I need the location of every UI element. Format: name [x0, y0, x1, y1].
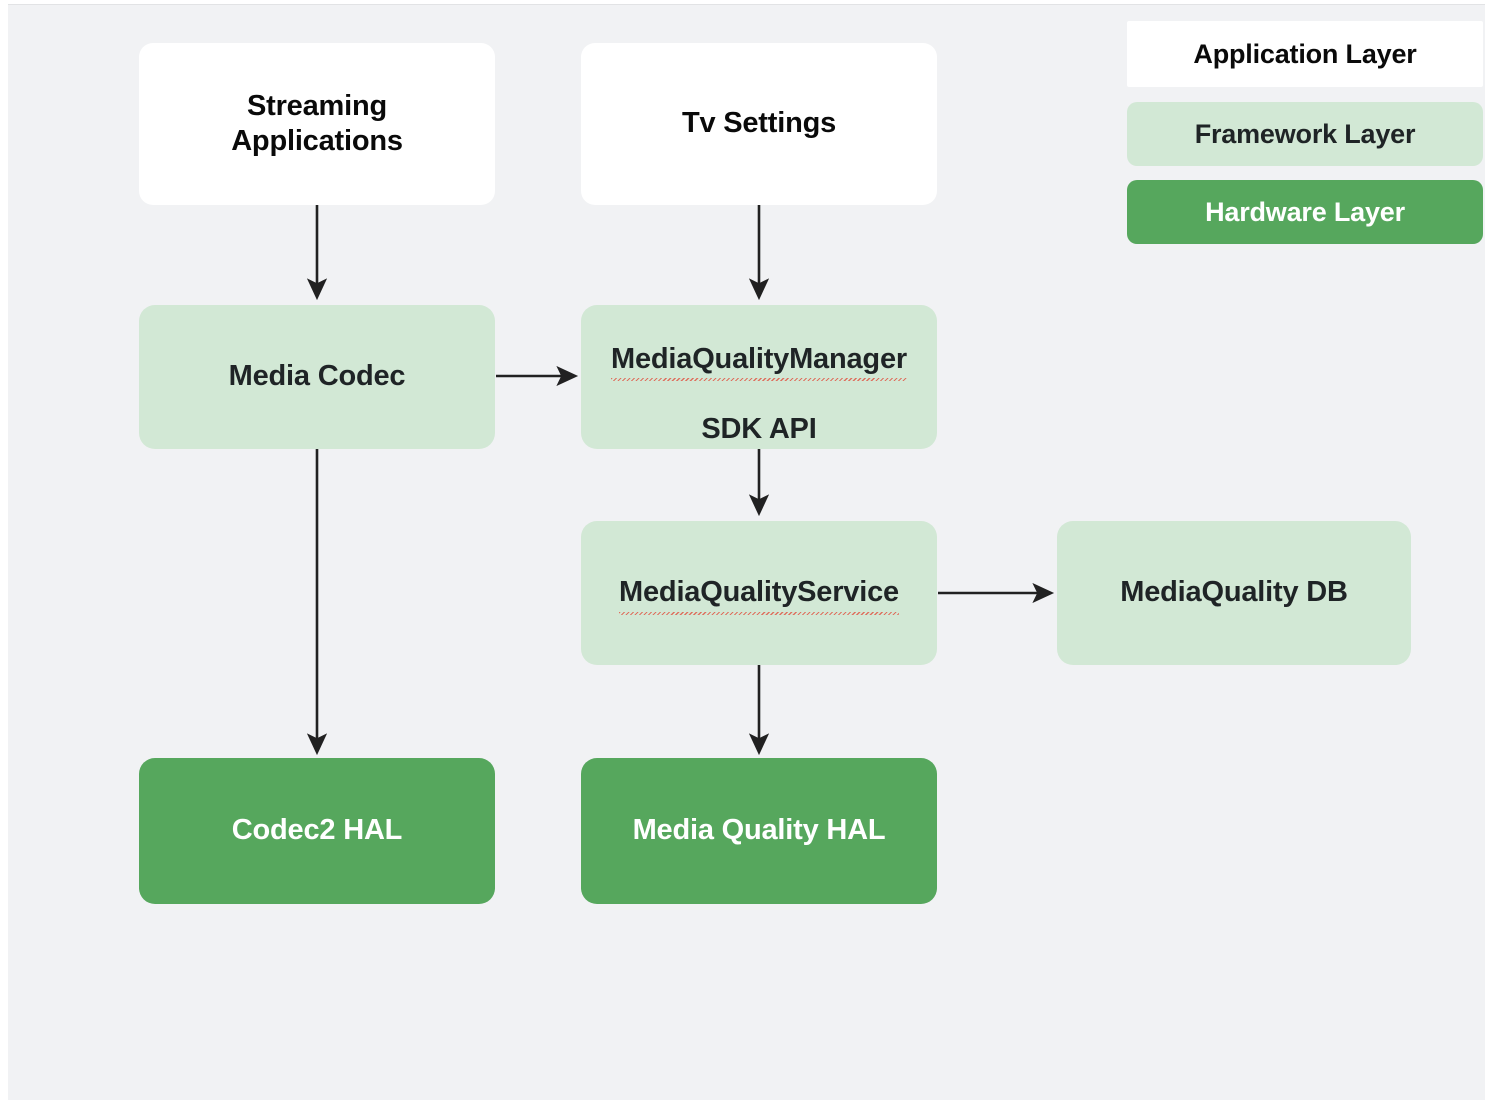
- node-label-sdk-api: SDK API: [701, 413, 817, 446]
- node-label-codec2-hal: Codec2 HAL: [231, 814, 403, 847]
- node-label-streaming-applications: Streaming Applications: [231, 89, 403, 157]
- legend-item-application-layer[interactable]: Application Layer: [1127, 21, 1483, 87]
- node-mediaqualityservice[interactable]: MediaQualityService: [581, 521, 937, 665]
- node-mediaqualitymanager-sdk-api[interactable]: MediaQualityManager SDK API: [581, 305, 937, 449]
- legend-label-framework-layer: Framework Layer: [1194, 118, 1416, 149]
- node-label-media-codec: Media Codec: [228, 360, 406, 393]
- node-label-tv-settings: Tv Settings: [681, 107, 837, 140]
- legend-item-framework-layer[interactable]: Framework Layer: [1127, 102, 1483, 166]
- legend-label-application-layer: Application Layer: [1193, 38, 1417, 69]
- spellcheck-underline-mediaqualityservice: MediaQualityService: [619, 575, 899, 616]
- spellcheck-underline-mediaqualitymanager: MediaQualityManager: [611, 342, 907, 382]
- node-streaming-applications[interactable]: Streaming Applications: [139, 43, 495, 205]
- legend-label-hardware-layer: Hardware Layer: [1205, 196, 1405, 227]
- node-media-quality-hal[interactable]: Media Quality HAL: [581, 758, 937, 904]
- node-media-codec[interactable]: Media Codec: [139, 305, 495, 449]
- node-codec2-hal[interactable]: Codec2 HAL: [139, 758, 495, 904]
- node-label-mediaquality-db: MediaQuality DB: [1120, 576, 1348, 609]
- node-mediaquality-db[interactable]: MediaQuality DB: [1057, 521, 1411, 665]
- node-label-media-quality-hal: Media Quality HAL: [632, 814, 886, 847]
- legend: Application Layer Framework Layer Hardwa…: [1127, 13, 1485, 245]
- node-label-mediaqualitymanager-sdk-api: MediaQualityManager SDK API: [611, 306, 907, 448]
- node-tv-settings[interactable]: Tv Settings: [581, 43, 937, 205]
- legend-item-hardware-layer[interactable]: Hardware Layer: [1127, 180, 1483, 244]
- diagram-canvas: Streaming Applications Tv Settings Media…: [8, 4, 1485, 1100]
